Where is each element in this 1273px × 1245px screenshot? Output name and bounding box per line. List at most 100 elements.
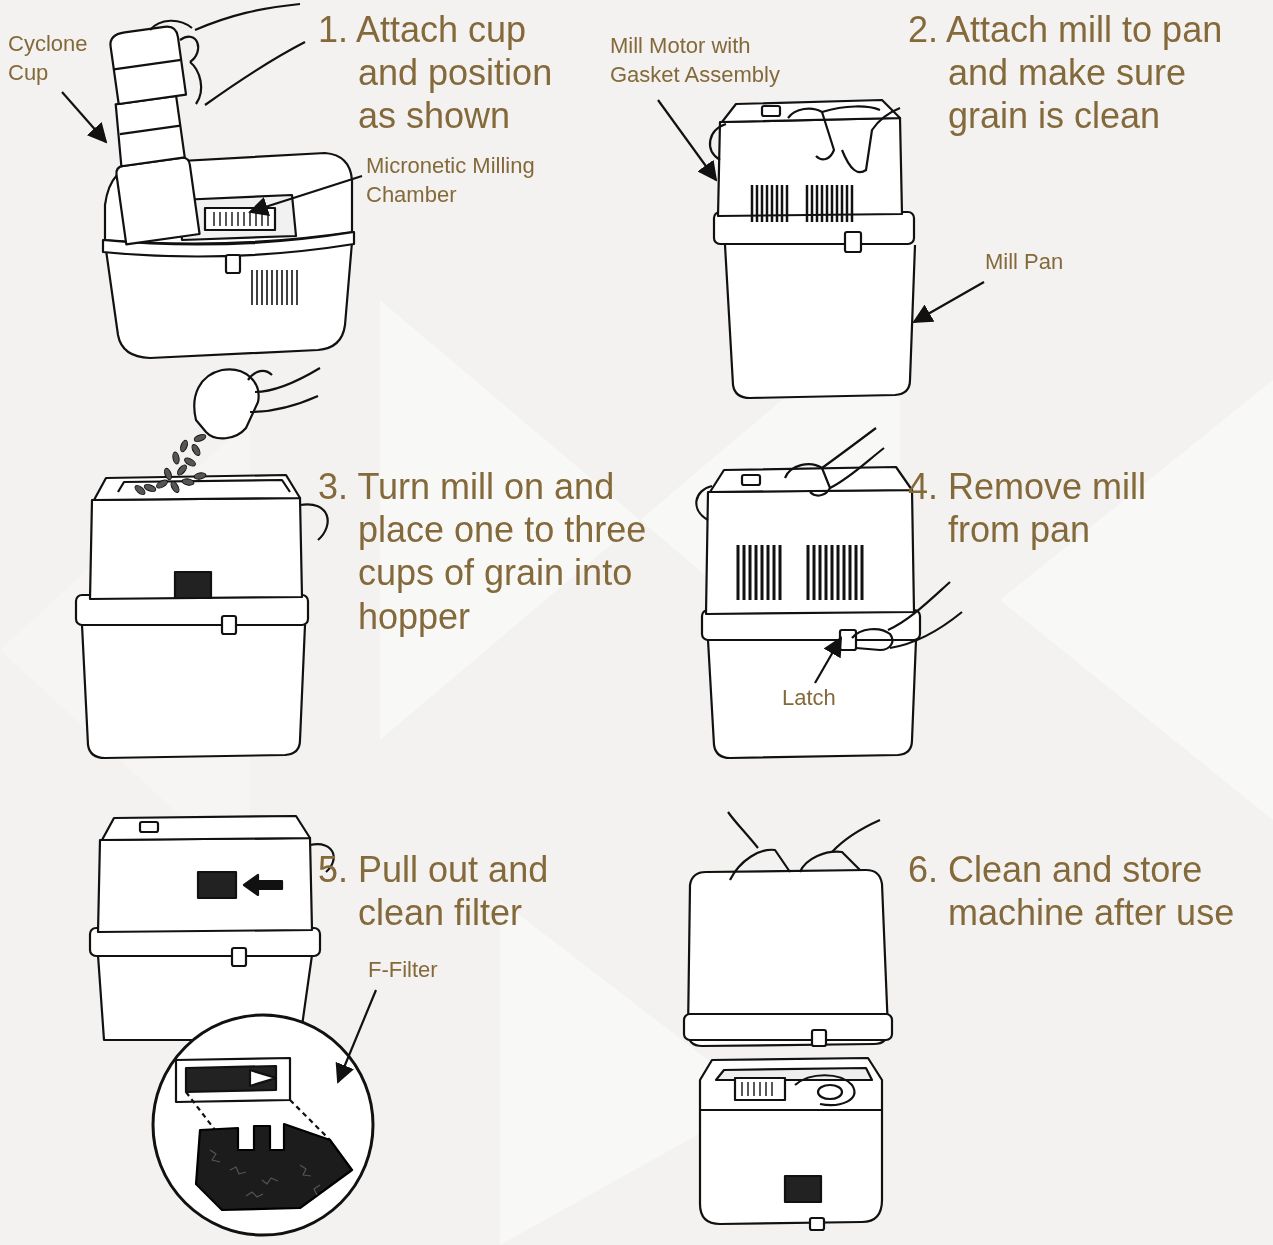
mill-pan-with-cup-part-part	[109, 25, 186, 104]
mill-being-removed-part-part	[861, 545, 864, 600]
mill-on-pan-part	[788, 109, 834, 160]
mill-pan-with-cup-part-part	[243, 212, 244, 226]
mill-pan-with-cup-part-part	[281, 270, 283, 305]
filter-removal-part	[244, 875, 282, 895]
cleaning-and-storage-part	[785, 1176, 821, 1202]
filter-removal-part-part	[262, 1178, 278, 1184]
cleaning-and-storage-part-part	[771, 1082, 772, 1096]
mill-filling-grain-part-part	[190, 443, 201, 456]
filter-removal-part-part	[246, 1192, 263, 1197]
mill-pan-with-cup-part-part	[251, 270, 253, 305]
mill-being-removed-part	[710, 467, 912, 492]
filter-removal-part	[186, 1092, 215, 1130]
mill-on-pan-part-part	[836, 185, 839, 222]
mill-on-pan-part-part	[751, 185, 754, 222]
mill-being-removed-part	[840, 630, 856, 650]
mill-on-pan-part-part	[776, 185, 779, 222]
cleaning-and-storage	[684, 812, 892, 1230]
mill-pan-with-cup-part-part	[267, 212, 268, 226]
cleaning-and-storage-part-part	[747, 1082, 748, 1096]
mill-pan-with-cup-part-part	[255, 212, 256, 226]
cleaning-and-storage-part	[735, 1078, 785, 1100]
part-label: F-Filter	[368, 956, 438, 985]
cleaning-and-storage-part-part	[741, 1082, 742, 1096]
part-label: Mill Motor with Gasket Assembly	[610, 32, 800, 89]
filter-removal-part	[186, 1066, 276, 1092]
mill-being-removed-part-part	[831, 545, 834, 600]
mill-pan-with-cup-part-part	[115, 157, 199, 245]
mill-being-removed-part-part	[743, 545, 746, 600]
filter-removal-part	[98, 838, 312, 932]
mill-pan-with-cup-part-part	[286, 270, 288, 305]
cleaning-and-storage-part	[728, 812, 758, 848]
mill-on-pan-part	[822, 106, 880, 112]
mill-pan-with-cup-part-part	[237, 212, 238, 226]
mill-pan-with-cup-part	[195, 4, 300, 30]
step-instruction: 2. Attach mill to pan and make sure grai…	[908, 8, 1248, 138]
mill-being-removed-part-part	[761, 545, 764, 600]
mill-being-removed-part	[815, 638, 841, 683]
mill-on-pan-part-part	[816, 185, 819, 222]
cleaning-and-storage-part	[800, 852, 860, 872]
mill-being-removed-part	[785, 464, 830, 495]
mill-pan-with-cup-part-part	[256, 270, 258, 305]
mill-on-pan-part-part	[851, 185, 854, 222]
mill-on-pan-part-part	[831, 185, 834, 222]
filter-removal-part	[176, 1058, 290, 1102]
mill-pan-with-cup-part-part	[266, 270, 268, 305]
mill-on-pan-part-part	[766, 185, 769, 222]
mill-on-pan-part	[762, 106, 780, 116]
mill-on-pan-part	[914, 282, 984, 322]
part-label: Micronetic Milling Chamber	[366, 152, 566, 209]
mill-being-removed-part-part	[855, 545, 858, 600]
mill-filling-grain-part	[82, 625, 305, 758]
mill-filling-grain-part-part	[182, 478, 195, 486]
mill-filling-grain-part-part	[194, 472, 207, 480]
mill-filling-grain-part	[300, 504, 328, 540]
mill-being-removed-part-part	[819, 545, 822, 600]
mill-filling-grain-part-part	[176, 463, 188, 476]
mill-being-removed-part-part	[779, 545, 782, 600]
filter-removal-part-part	[210, 1150, 220, 1162]
mill-pan-with-cup-part	[226, 255, 240, 273]
mill-being-removed-part	[852, 629, 892, 650]
mill-filling-grain-part-part	[179, 439, 189, 452]
mill-on-pan-part	[842, 108, 900, 172]
mill-on-pan-part-part	[771, 185, 774, 222]
mill-pan-with-cup-part	[105, 153, 352, 244]
mill-pan-with-cup-part-part	[113, 96, 185, 166]
mill-pan-with-cup-part	[150, 21, 192, 30]
mill-on-pan-part	[752, 185, 852, 222]
mill-pan-with-cup-part-part	[249, 212, 250, 226]
mill-being-removed-part-part	[737, 545, 740, 600]
mill-being-removed-part-part	[837, 545, 840, 600]
mill-on-pan-part-part	[846, 185, 849, 222]
mill-pan-with-cup-part	[252, 270, 297, 305]
filter-removal-part	[338, 990, 376, 1082]
mill-being-removed-part-part	[825, 545, 828, 600]
mill-pan-with-cup-part	[214, 212, 268, 226]
cleaning-and-storage-part	[700, 1109, 882, 1111]
mill-being-removed-part	[696, 486, 712, 520]
mill-on-pan-part-part	[761, 185, 764, 222]
mill-pan-with-cup-part	[62, 92, 106, 142]
cleaning-and-storage-part-part	[759, 1082, 760, 1096]
mill-filling-grain-part-part	[163, 467, 173, 480]
cleaning-and-storage-part	[795, 1075, 854, 1105]
filter-removal-part	[196, 1124, 352, 1210]
filter-removal-part	[153, 1015, 373, 1235]
mill-on-pan-part	[845, 232, 861, 252]
mill-pan-with-cup-part	[205, 42, 305, 105]
mill-pan-with-cup-part-part	[296, 270, 298, 305]
step-instruction: 5. Pull out and clean filter	[318, 848, 588, 934]
mill-filling-grain-part	[250, 396, 318, 412]
mill-pan-with-cup-part-part	[114, 60, 181, 69]
mill-pan-with-cup-part-part	[276, 270, 278, 305]
mill-being-removed-part	[888, 582, 950, 630]
mill-on-pan-part-part	[826, 185, 829, 222]
filter-removal-part	[198, 872, 236, 898]
mill-on-pan-part-part	[811, 185, 814, 222]
mill-being-removed-part	[706, 490, 914, 614]
mill-filling-grain-part	[222, 616, 236, 634]
